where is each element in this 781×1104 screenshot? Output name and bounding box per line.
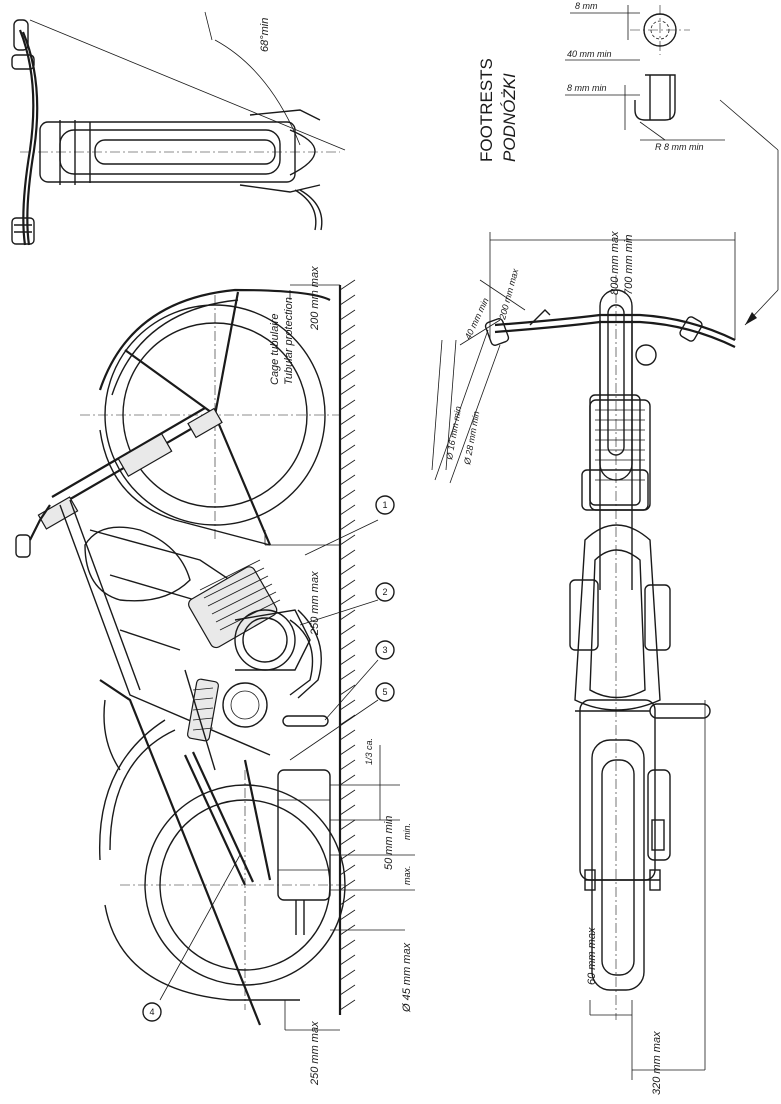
dim-800-max: 800 mm max: [609, 231, 621, 295]
handlebar-clamp: [37, 496, 79, 530]
dim-200-max-top: 200 mm max: [497, 267, 521, 321]
grip-left-top: [484, 318, 510, 346]
callout-3: 3: [324, 640, 395, 721]
svg-text:4: 4: [149, 1007, 154, 1017]
dim-d28-min: Ø 28 mm min: [462, 410, 481, 466]
callout-4: 4: [142, 854, 241, 1022]
cage-label-en: Tubular protection: [283, 297, 295, 385]
front-view: 68°min: [11, 11, 346, 246]
ground-hatch: [339, 279, 356, 1011]
front-mudguard: [98, 288, 331, 391]
dim-8mm-min: 8 mm min: [567, 83, 607, 93]
footrest-top: [649, 703, 711, 719]
dim-200-max-side: 200 mm max: [309, 266, 321, 331]
dim-1-3-ca: 1/3 ca.: [364, 738, 374, 765]
cylinder: [188, 566, 278, 649]
engine: [188, 559, 311, 671]
svg-text:3: 3: [382, 645, 387, 655]
svg-text:2: 2: [382, 587, 387, 597]
grip-bottom: [11, 217, 35, 245]
silencer-top: [647, 769, 671, 861]
side-view: Cage tubulaire Tubular protection 200 mm…: [15, 266, 415, 1086]
dim-320-max: 320 mm max: [651, 1031, 663, 1095]
lever: [294, 189, 317, 231]
dim-700-min: 700 mm min: [623, 234, 635, 295]
callout-5: 5: [289, 682, 395, 761]
headlamp-top: [635, 344, 657, 366]
footrest-detail: FOOTRESTS PODNÓŻKI 8 mm 40 mm min 8 mm m…: [477, 1, 779, 326]
handlebar-top: [494, 313, 736, 341]
dim-8mm: 8 mm: [575, 1, 598, 11]
grip-top: [11, 54, 35, 70]
rear-shock: [184, 669, 220, 771]
angle-arc: [214, 39, 301, 146]
footrest-profile: [634, 74, 676, 121]
footrests-title: FOOTRESTS: [477, 58, 496, 162]
dim-d16-min: Ø 16 mm min: [444, 405, 463, 461]
dim-60-max: 60 mm max: [586, 927, 598, 985]
rear-chain-guard: [99, 679, 262, 1026]
grip-right-top: [679, 316, 703, 342]
footrest-side: [282, 715, 329, 727]
dim-d45-max: Ø 45 mm max: [401, 942, 413, 1013]
tank-top: [574, 524, 661, 711]
silencer: [277, 769, 331, 901]
dim-min: min.: [402, 823, 412, 840]
svg-text:1: 1: [382, 500, 387, 510]
top-view: 800 mm max 700 mm min 40 mm min 200 mm m…: [431, 231, 736, 1095]
dim-max: max.: [402, 865, 412, 885]
footrests-title-pl: PODNÓŻKI: [500, 73, 519, 162]
swingarm: [184, 754, 246, 886]
dim-250-max-rear: 250 mm max: [309, 1021, 321, 1086]
frame-main: [59, 504, 271, 756]
fuel-tank: [84, 526, 191, 602]
svg-text:5: 5: [382, 687, 387, 697]
handlebar: [18, 29, 35, 246]
tubular-cage-strut: [213, 291, 240, 416]
dim-40mm-min: 40 mm min: [567, 49, 612, 59]
dim-250-max-front: 250 mm max: [309, 571, 321, 636]
dim-r8-min: R 8 mm min: [655, 142, 704, 152]
engine-top: [589, 399, 651, 511]
callout-1: 1: [304, 495, 395, 556]
rear-mudguard: [109, 729, 176, 851]
gearbox-top: [644, 584, 671, 651]
callout-2: 2: [299, 582, 395, 626]
exhaust-pipe: [289, 619, 314, 696]
angle-label: 68°min: [259, 18, 271, 52]
gearbox: [222, 682, 268, 728]
cage-label-fr: Cage tubulaire: [269, 313, 281, 385]
rear-tyre-top: [591, 739, 645, 991]
dim-50-min: 50 mm min: [383, 816, 395, 870]
